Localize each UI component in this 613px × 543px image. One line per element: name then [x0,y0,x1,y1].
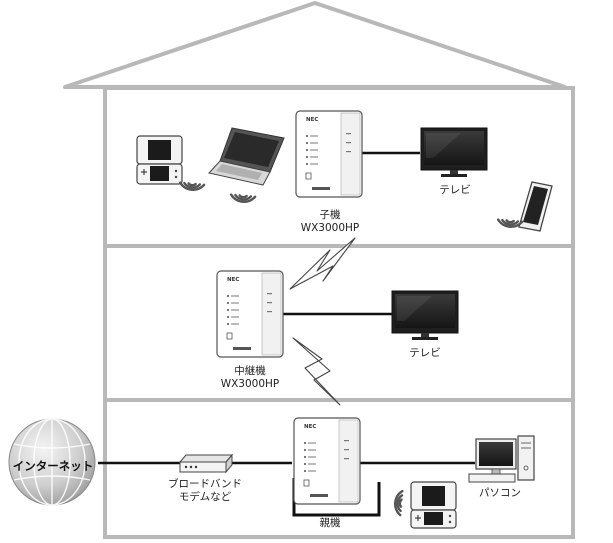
relay-router-model: WX3000HP [220,378,280,390]
relay-router-label: 中継機 [234,365,266,377]
parent-router-icon: NEC [293,417,361,505]
internet-globe-icon [8,418,96,506]
child-router-model: WX3000HP [300,222,360,234]
child-router-icon: NEC [295,110,363,198]
broadband-modem-icon [178,453,234,474]
desktop-pc-icon [468,435,535,483]
modem-label-line2: モデムなど [178,491,232,503]
modem-label-line1: ブロードバンド [167,478,243,490]
router-brand-logo: NEC [306,117,318,123]
tv-top-label: テレビ [439,184,471,196]
tv-top-icon [420,127,488,178]
internet-label: インターネット [12,459,94,473]
router-brand-logo: NEC [304,424,316,430]
relay-router-icon: NEC [216,270,284,358]
parent-router-label: 親機 [319,517,341,529]
game-console-bottom-icon [410,481,457,529]
laptop-icon [208,127,285,186]
tablet-icon [518,181,553,232]
wireless-link-lightning [289,237,356,406]
tv-middle-label: テレビ [409,347,441,359]
tv-middle-icon [391,290,459,341]
pc-label: パソコン [479,487,521,499]
child-router-label: 子機 [319,209,341,221]
router-brand-logo: NEC [227,277,239,283]
game-console-top-icon [136,135,183,185]
